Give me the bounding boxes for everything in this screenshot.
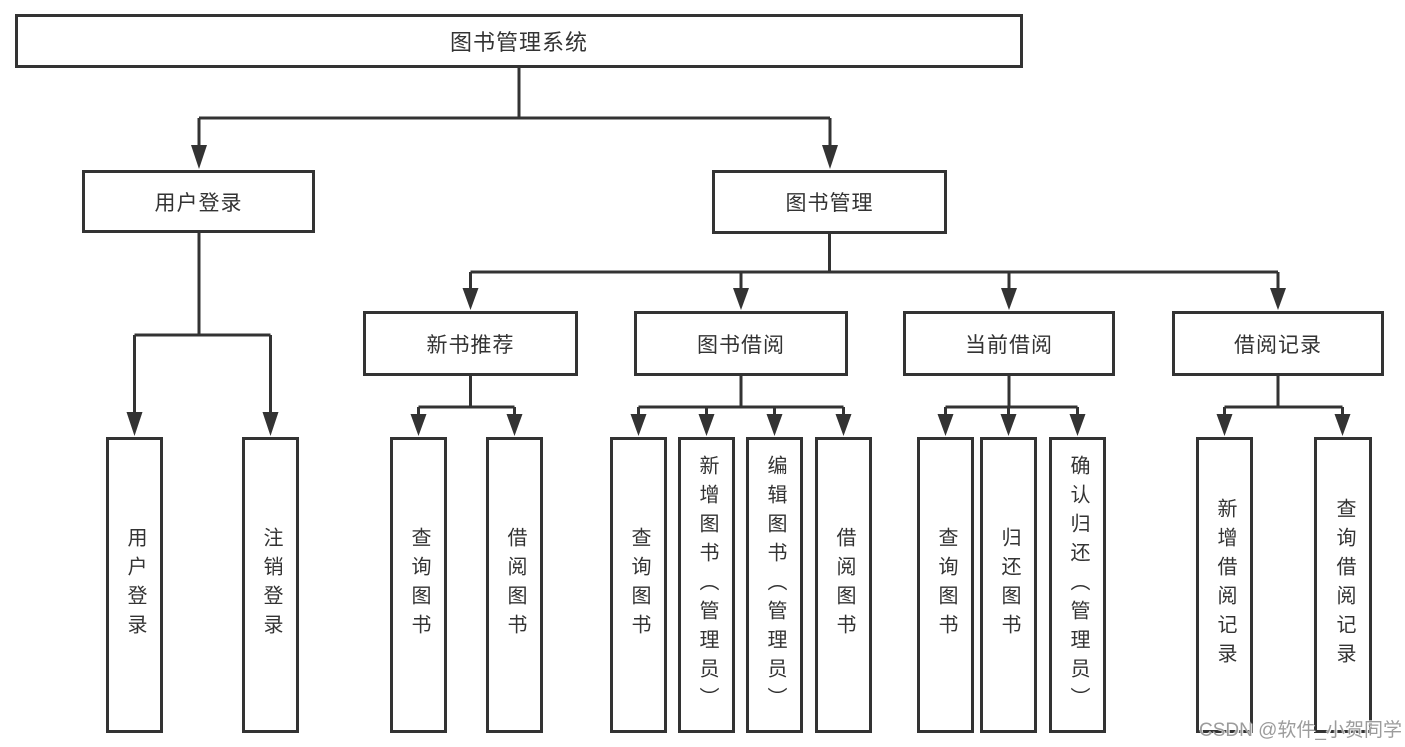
arrow-down-icon xyxy=(462,288,479,310)
leaf-current-query-books: 查询图书 xyxy=(917,437,974,733)
leaf-user-login: 用户登录 xyxy=(106,437,163,733)
arrow-down-icon xyxy=(191,145,207,169)
arrow-down-icon xyxy=(630,414,647,436)
connector-root-to-level2 xyxy=(197,68,832,150)
arrow-down-icon xyxy=(506,414,523,436)
arrow-down-icon xyxy=(1069,414,1086,436)
arrow-down-icon xyxy=(835,414,852,436)
arrow-down-icon xyxy=(1334,414,1351,436)
leaf-records-query-record: 查询借阅记录 xyxy=(1314,437,1372,733)
connector-level3-splits xyxy=(417,376,1344,418)
leaf-borrow-add-books-admin: 新增图书（管理员） xyxy=(678,437,735,733)
connector-userlogin-branch xyxy=(133,233,272,416)
node-book-borrowing: 图书借阅 xyxy=(634,311,848,376)
arrow-down-icon xyxy=(1000,414,1017,436)
arrow-down-icon xyxy=(126,412,143,436)
leaf-borrow-edit-books-admin: 编辑图书（管理员） xyxy=(746,437,803,733)
leaf-current-confirm-return-admin: 确认归还（管理员） xyxy=(1049,437,1106,733)
leaf-borrow-borrow-books: 借阅图书 xyxy=(815,437,872,733)
leaf-current-return-books: 归还图书 xyxy=(980,437,1037,733)
arrow-down-icon xyxy=(1270,288,1286,310)
node-book-management: 图书管理 xyxy=(712,170,947,234)
arrow-down-icon xyxy=(937,414,954,436)
arrow-down-icon xyxy=(733,288,749,310)
node-new-book-recommend: 新书推荐 xyxy=(363,311,578,376)
arrow-down-icon xyxy=(1001,288,1017,310)
arrow-down-icon xyxy=(410,414,427,436)
arrow-down-icon xyxy=(1216,414,1233,436)
arrow-down-icon xyxy=(822,145,838,169)
leaf-borrow-query-books: 查询图书 xyxy=(610,437,667,733)
leaf-recommend-query-books: 查询图书 xyxy=(390,437,447,733)
leaf-records-add-record: 新增借阅记录 xyxy=(1196,437,1253,733)
arrowheads xyxy=(126,145,1351,436)
node-user-login: 用户登录 xyxy=(82,170,315,233)
node-root-library-system: 图书管理系统 xyxy=(15,14,1023,68)
arrow-down-icon xyxy=(766,414,783,436)
leaf-recommend-borrow-books: 借阅图书 xyxy=(486,437,543,733)
node-borrowing-records: 借阅记录 xyxy=(1172,311,1384,376)
node-current-borrowing: 当前借阅 xyxy=(903,311,1115,376)
arrow-down-icon xyxy=(698,414,715,436)
leaf-logout: 注销登录 xyxy=(242,437,299,733)
connector-bookmgmt-branch xyxy=(469,234,1280,292)
arrow-down-icon xyxy=(262,412,279,436)
csdn-watermark: CSDN @软件_小贺同学 xyxy=(1199,720,1402,741)
